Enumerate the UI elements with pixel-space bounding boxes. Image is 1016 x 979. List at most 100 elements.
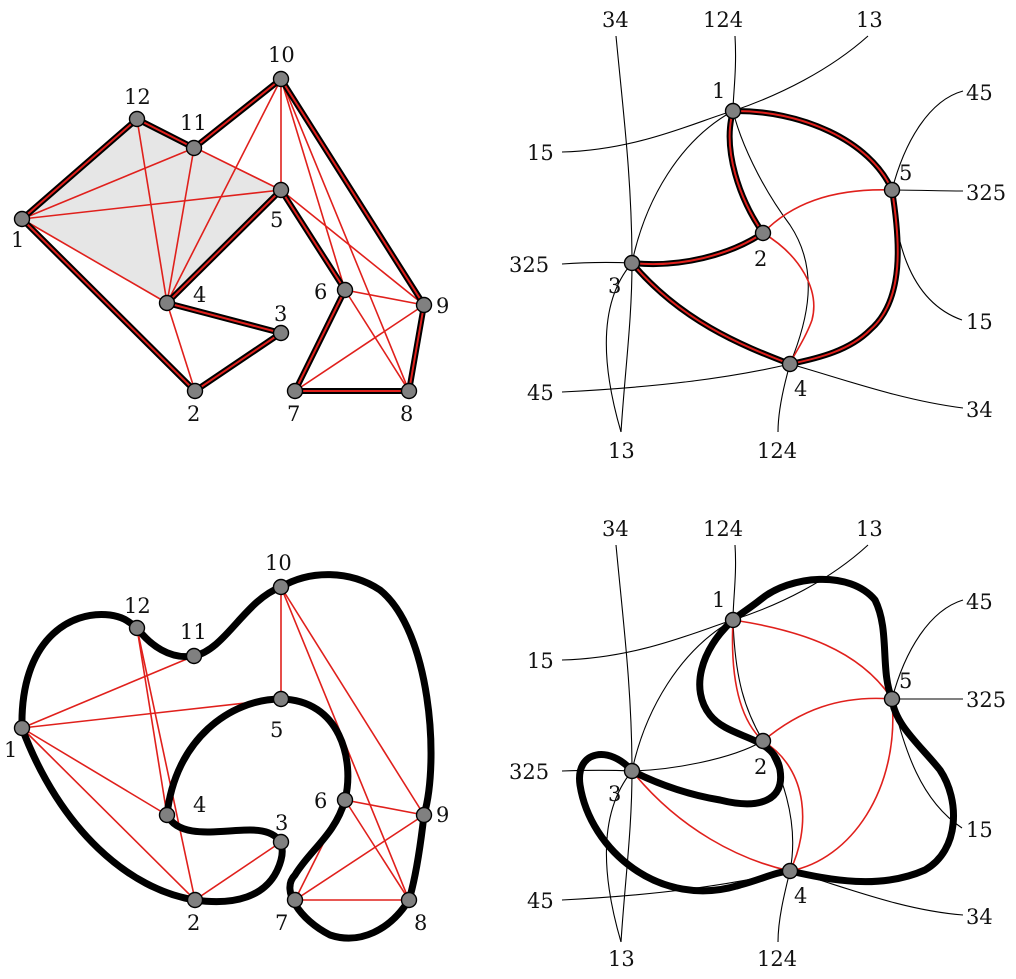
- node-2: [754, 224, 772, 242]
- label-3: 3: [274, 302, 287, 326]
- label-6: 6: [314, 280, 327, 304]
- node-5: [883, 181, 901, 199]
- red-arcs: [762, 189, 893, 365]
- node-labels: 1 2 3 4 5: [608, 588, 912, 908]
- node-12: [128, 619, 146, 637]
- strand-label-325-left: 325: [509, 760, 549, 784]
- label-1: 1: [712, 79, 725, 103]
- strand-label-124: 124: [703, 517, 743, 541]
- node-labels: 1 2 3 4 5 6 7 8 9 10 11 12: [11, 43, 449, 426]
- node-3: [272, 833, 290, 851]
- node-11: [185, 647, 203, 665]
- nodes: [623, 611, 901, 880]
- node-5: [272, 181, 290, 199]
- label-6: 6: [314, 789, 327, 813]
- node-8: [400, 891, 418, 909]
- node-3: [623, 762, 641, 780]
- strand-label-325-left: 325: [509, 253, 549, 277]
- label-9: 9: [436, 803, 449, 827]
- panel-top-left: 1 2 3 4 5 6 7 8 9 10 11 12: [11, 43, 449, 426]
- strand-label-34: 34: [602, 517, 629, 541]
- node-9: [415, 296, 433, 314]
- label-2: 2: [754, 247, 767, 271]
- strand-label-325: 325: [966, 181, 1006, 205]
- label-5: 5: [899, 161, 912, 185]
- label-4: 4: [794, 377, 807, 401]
- strand-label-45: 45: [966, 590, 993, 614]
- strand-label-45-left: 45: [527, 889, 554, 913]
- label-5: 5: [899, 669, 912, 693]
- label-5: 5: [270, 208, 283, 232]
- nodes: [13, 70, 433, 400]
- blob-curve: [576, 575, 957, 895]
- nodes: [623, 102, 901, 373]
- node-7: [286, 382, 304, 400]
- label-12: 12: [124, 594, 151, 618]
- node-1: [13, 210, 31, 228]
- strand-label-325: 325: [966, 688, 1006, 712]
- label-8: 8: [400, 402, 413, 426]
- node-1: [724, 611, 742, 629]
- strand-label-45: 45: [966, 81, 993, 105]
- node-7: [286, 891, 304, 909]
- node-5: [272, 690, 290, 708]
- node-8: [400, 382, 418, 400]
- label-10: 10: [268, 43, 295, 67]
- node-4: [158, 294, 176, 312]
- red-arcs: [631, 619, 894, 872]
- red-edges: [21, 586, 425, 901]
- strand-label-13-bottom: 13: [608, 947, 635, 971]
- strand-label-15: 15: [527, 141, 554, 165]
- node-4: [158, 806, 176, 824]
- strand-label-13: 13: [856, 517, 883, 541]
- label-12: 12: [124, 85, 151, 109]
- node-10: [272, 578, 290, 596]
- label-2: 2: [754, 755, 767, 779]
- nodes: [13, 578, 433, 909]
- label-3: 3: [275, 811, 288, 835]
- label-3: 3: [608, 782, 621, 806]
- strand-label-34: 34: [602, 8, 629, 32]
- blob-curve: [18, 571, 435, 942]
- label-4: 4: [193, 793, 206, 817]
- node-2: [186, 382, 204, 400]
- strand-label-34-right: 34: [966, 905, 993, 929]
- strand-label-124: 124: [703, 8, 743, 32]
- strand-label-13-bottom: 13: [608, 439, 635, 463]
- label-3: 3: [608, 274, 621, 298]
- node-4: [781, 355, 799, 373]
- label-1: 1: [4, 738, 17, 762]
- label-4: 4: [193, 283, 206, 307]
- strand-label-124-bottom: 124: [757, 439, 797, 463]
- node-labels: 1 2 3 4 5 6 7 8 9 10 11 12: [4, 551, 449, 935]
- label-2: 2: [187, 911, 200, 935]
- label-11: 11: [180, 620, 207, 644]
- node-6: [336, 791, 354, 809]
- label-5: 5: [270, 718, 283, 742]
- label-11: 11: [180, 111, 207, 135]
- strand-label-124-bottom: 124: [757, 947, 797, 971]
- label-9: 9: [436, 294, 449, 318]
- strand-label-15-right: 15: [966, 818, 993, 842]
- strand-labels: 34 124 13 45 15 325 325 15 45 34 13 124: [509, 517, 1006, 971]
- node-2: [754, 732, 772, 750]
- label-2: 2: [187, 402, 200, 426]
- node-3: [623, 254, 641, 272]
- strand-label-45-left: 45: [527, 381, 554, 405]
- label-7: 7: [287, 402, 300, 426]
- label-1: 1: [712, 588, 725, 612]
- node-4: [781, 862, 799, 880]
- node-10: [272, 70, 290, 88]
- panel-bottom-right: 1 2 3 4 5 34 124 13 45 15 325 325 15 45 …: [509, 517, 1006, 971]
- node-labels: 1 2 3 4 5: [608, 79, 912, 401]
- strand-label-15: 15: [527, 649, 554, 673]
- node-1: [724, 102, 742, 120]
- node-9: [415, 806, 433, 824]
- node-12: [128, 110, 146, 128]
- label-8: 8: [414, 911, 427, 935]
- node-5: [883, 690, 901, 708]
- label-10: 10: [265, 551, 292, 575]
- label-1: 1: [11, 228, 24, 252]
